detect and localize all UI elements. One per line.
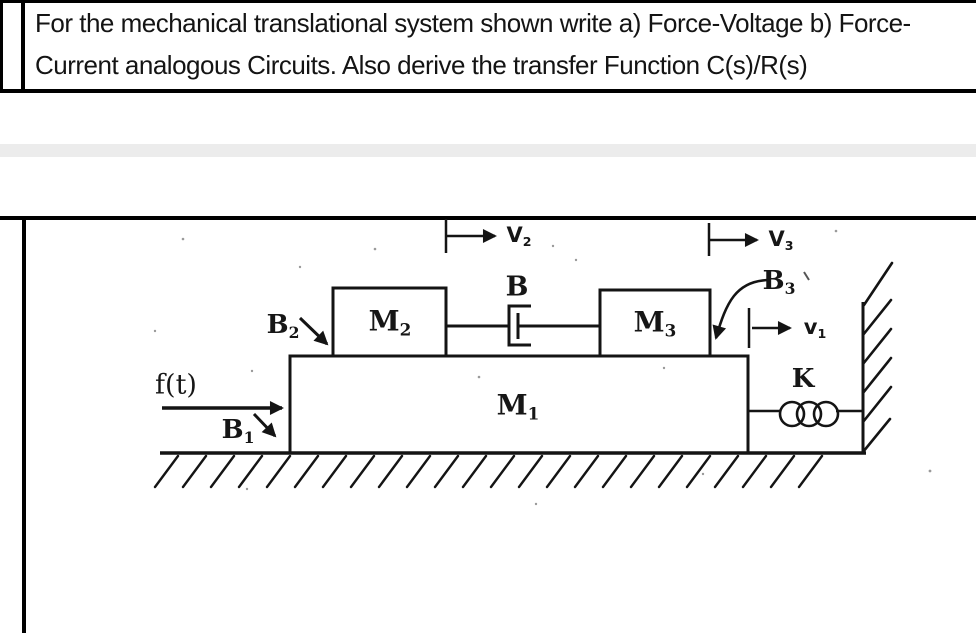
table-border-left-outer [0,0,3,92]
label-v1: v1 [803,315,827,341]
b2-pointer-arrow [298,316,329,346]
question-line-2: Current analogous Circuits. Also derive … [35,50,808,80]
label-b2: B2 [266,310,300,342]
table-border-top [0,0,976,3]
b3-pointer-arrow [712,278,771,340]
label-m2: M2 [368,304,412,340]
stray-mark [803,271,810,281]
question-line-1: For the mechanical translational system … [35,8,911,38]
scan-noise [153,229,932,506]
question-text: For the mechanical translational system … [35,2,955,86]
ground [153,451,866,489]
friction-pointers [252,278,771,438]
spring-k [748,400,863,428]
figure-border-left [22,216,26,633]
figure-border-top [0,216,976,220]
label-b3: B3 [762,266,796,298]
label-m1: M1 [496,388,540,424]
velocity-arrows [444,219,792,348]
label-m3: M3 [633,305,677,341]
label-v2: V2 [506,223,532,249]
ground-hatching [153,454,824,489]
table-border-left-inner [21,0,25,92]
label-force-ft: f(t) [155,369,197,401]
label-v3: V3 [768,227,794,253]
b1-pointer-arrow [252,412,277,438]
mass-blocks [288,286,750,455]
damper-b [446,304,600,347]
label-k: K [791,364,815,394]
table-border-bottom [0,89,976,93]
right-wall [861,261,894,454]
label-b: B [505,271,529,303]
wall-hatching [861,261,894,454]
label-b1: B1 [221,415,255,447]
section-divider-band [0,144,976,157]
damper-cylinder [507,304,531,347]
